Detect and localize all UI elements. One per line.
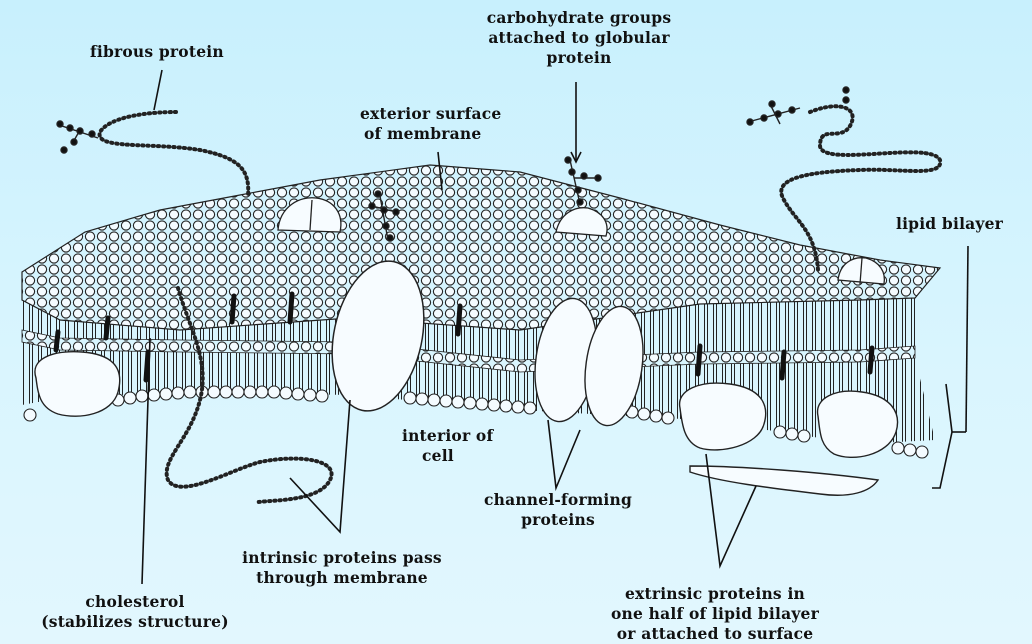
label-intrinsic-proteins: intrinsic proteins pass through membrane [210, 548, 474, 588]
label-lipid-bilayer: lipid bilayer [896, 214, 1003, 234]
label-interior-of-cell: interior of cell [402, 426, 493, 466]
label-carbohydrate-groups: carbohydrate groups attached to globular… [466, 8, 692, 68]
label-fibrous-protein: fibrous protein [90, 42, 224, 62]
label-channel-forming: channel-forming proteins [468, 490, 648, 530]
label-cholesterol: cholesterol (stabilizes structure) [20, 592, 250, 632]
label-extrinsic-proteins: extrinsic proteins in one half of lipid … [576, 584, 854, 644]
label-exterior-surface: exterior surface of membrane [360, 104, 501, 144]
